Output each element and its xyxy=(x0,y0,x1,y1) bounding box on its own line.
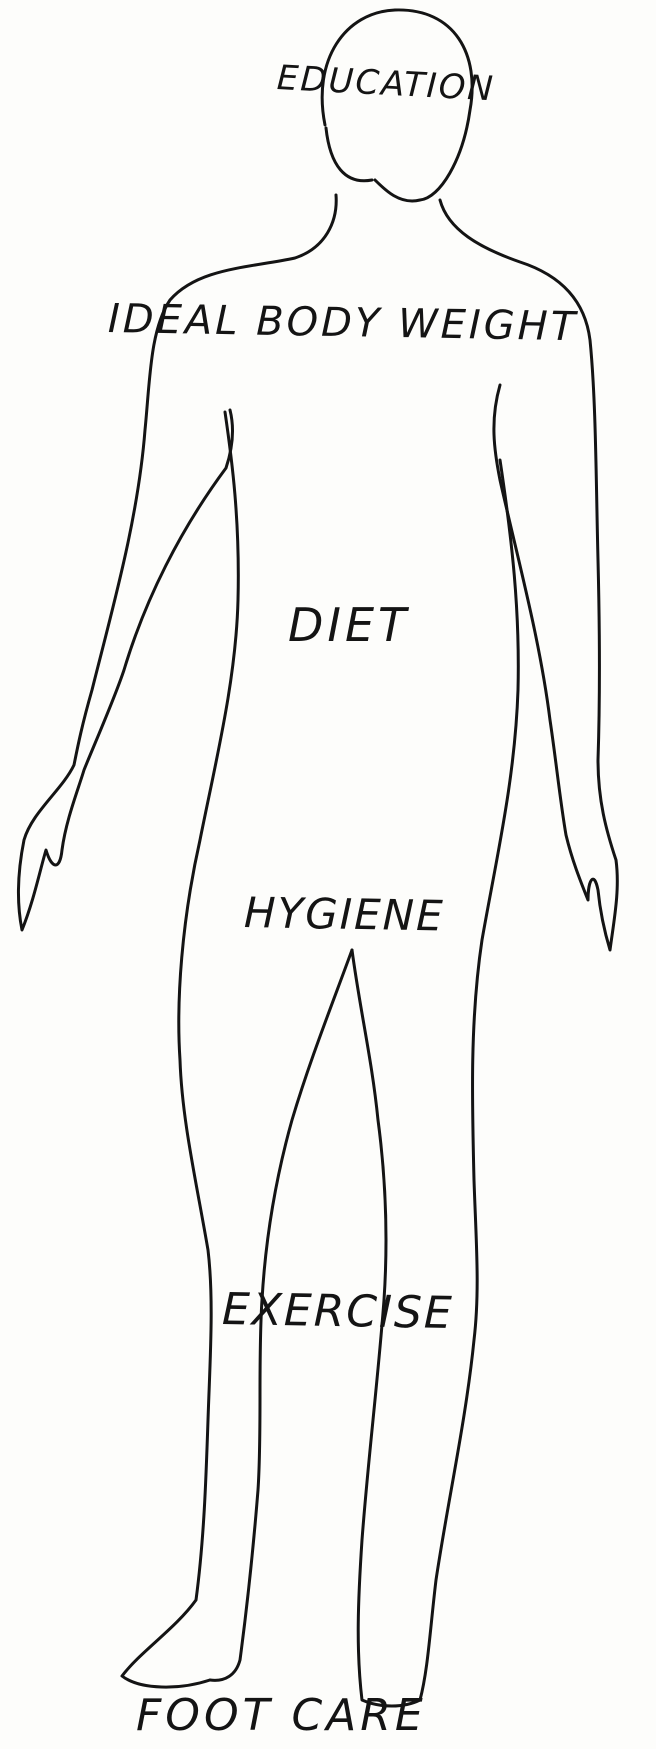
right-torso-outline xyxy=(420,460,518,1700)
label-exercise: EXERCISE xyxy=(222,1284,455,1339)
label-diet: DIET xyxy=(288,598,410,652)
label-foot-care: FOOT CARE xyxy=(136,1690,427,1741)
face-chin-outline xyxy=(326,128,372,181)
left-torso-outline xyxy=(122,412,238,1687)
label-ideal-body-weight: IDEAL BODY WEIGHT xyxy=(108,296,579,350)
label-hygiene: HYGIENE xyxy=(244,888,445,940)
